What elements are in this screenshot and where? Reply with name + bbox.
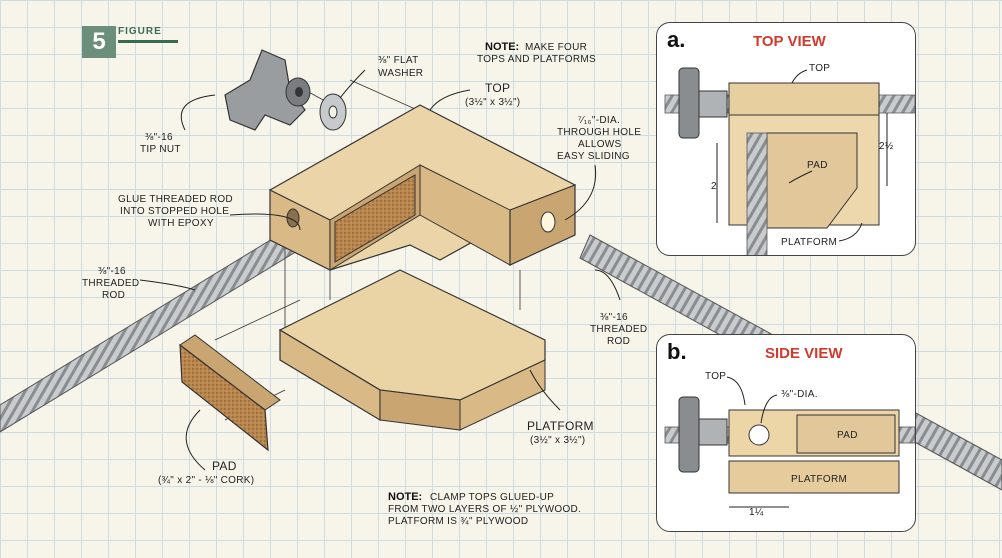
tip-nut-label-1: ⅜"-16 (145, 132, 173, 143)
platform-block (278, 269, 546, 431)
cork-pad (179, 334, 281, 452)
flat-washer (319, 93, 347, 131)
platform-label: PLATFORM (527, 419, 594, 433)
panel-b-platform-label: PLATFORM (791, 474, 847, 485)
side-view-panel: b. SIDE VIEW TOP ⅜"-DIA. PAD PLATFORM 1¼ (656, 334, 916, 532)
note-bottom-3: PLATFORM IS ¾" PLYWOOD (388, 516, 528, 527)
panel-b-dia-label: ⅜"-DIA. (781, 389, 818, 400)
figure-underline (118, 40, 178, 43)
hole-label-2: THROUGH HOLE (557, 127, 641, 138)
panel-b-top-label: TOP (705, 371, 726, 382)
top-label: TOP (485, 81, 510, 95)
rod-right-label-3: ROD (607, 336, 630, 347)
glue-label-2: INTO STOPPED HOLE (120, 206, 229, 217)
panel-a-pad-label: PAD (807, 160, 828, 171)
hole-label-4: EASY SLIDING (557, 151, 630, 162)
rod-right-label-1: ⅜"-16 (600, 312, 628, 323)
washer-label-2: WASHER (378, 68, 423, 79)
glue-label-3: WITH EPOXY (148, 218, 214, 229)
tip-nut-label-2: TIP NUT (140, 144, 181, 155)
panel-a-title: TOP VIEW (753, 33, 826, 50)
hole-label-1: ⁷⁄₁₆"-DIA. (578, 115, 620, 126)
platform-dims: (3½" x 3½") (530, 435, 585, 446)
pad-dims: (¾" x 2" - ⅛" CORK) (158, 475, 254, 486)
panel-b-dim-bottom: 1¼ (749, 506, 764, 518)
panel-a-dim-left: 2 (711, 181, 717, 192)
rod-left-label-2: THREADED (82, 278, 139, 289)
panel-b-title: SIDE VIEW (765, 345, 843, 362)
hole-label-3: ALLOWS (578, 139, 622, 150)
pad-label: PAD (212, 459, 237, 473)
side-view-drawing: TOP ⅜"-DIA. PAD PLATFORM 1¼ (664, 371, 915, 518)
panel-a-platform-label: PLATFORM (781, 237, 837, 248)
top-dims: (3½" x 3½") (465, 97, 520, 108)
tip-nut (224, 49, 311, 131)
glue-label-1: GLUE THREADED ROD (118, 194, 233, 205)
top-view-drawing: TOP 2½ PAD 2 PLATFORM (664, 63, 915, 255)
rod-right-label-2: THREADED (590, 324, 647, 335)
top-view-panel: a. TOP VIEW TOP 2½ PAD 2 PLATFORM (656, 22, 916, 256)
panel-a-dim-right: 2½ (879, 141, 894, 152)
panel-a-letter: a. (667, 27, 686, 52)
clamp-top-block (269, 104, 577, 271)
note-top-text-1: MAKE FOUR (525, 42, 587, 53)
figure-number: 5 (82, 26, 116, 58)
figure-word: FIGURE (118, 26, 162, 37)
note-bottom-2: FROM TWO LAYERS OF ½" PLYWOOD. (388, 504, 581, 515)
note-top-label: NOTE: (485, 41, 519, 53)
panel-b-pad-label: PAD (837, 430, 858, 441)
panel-a-top-label: TOP (809, 63, 830, 74)
leader-lines (139, 69, 621, 471)
note-top-text-2: TOPS AND PLATFORMS (477, 54, 596, 65)
note-bottom-label: NOTE: (388, 491, 422, 503)
washer-label-1: ⅜" FLAT (378, 55, 418, 66)
panel-b-letter: b. (667, 339, 687, 364)
note-bottom-1: CLAMP TOPS GLUED-UP (430, 492, 554, 503)
rod-left-label-1: ⅜"-16 (98, 266, 126, 277)
rod-left-label-3: ROD (102, 290, 125, 301)
